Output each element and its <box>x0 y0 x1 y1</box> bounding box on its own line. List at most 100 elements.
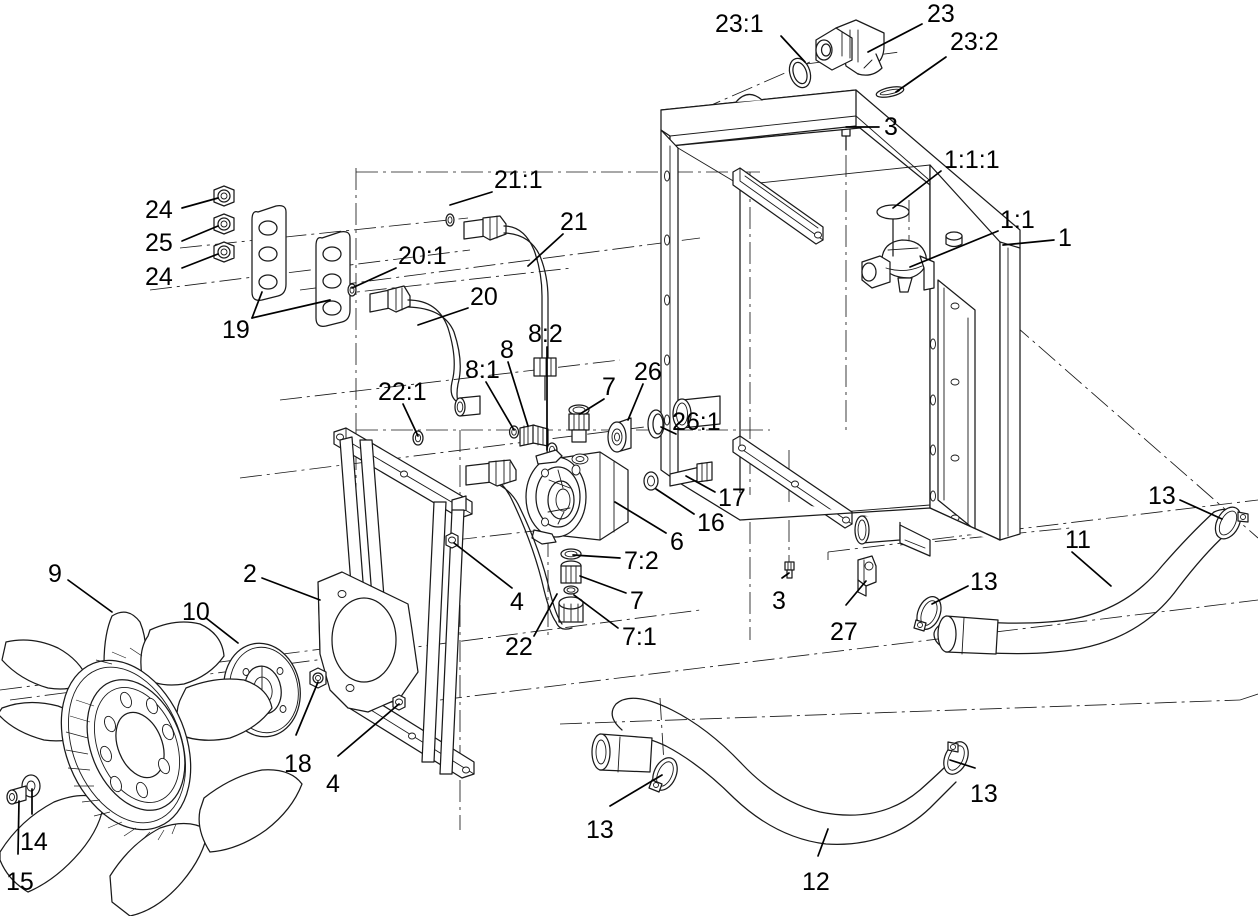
callout-label-27: 27 <box>830 618 858 646</box>
part-22-return-line <box>465 459 573 630</box>
callout-label-13: 13 <box>1148 482 1176 510</box>
leader-line-7 <box>579 398 605 415</box>
part-7-1-nut <box>558 585 584 623</box>
callout-label-22-1: 22:1 <box>378 378 427 406</box>
callout-label-19: 19 <box>222 316 250 344</box>
callout-label-8: 8 <box>500 336 514 364</box>
part-22-1-o-ring <box>412 430 424 446</box>
callout-label-23-2: 23:2 <box>950 28 999 56</box>
part-11-upper-hose <box>933 508 1240 655</box>
leader-line-21 <box>527 233 564 267</box>
leader-line-21-1 <box>449 191 493 206</box>
leader-line-12 <box>817 828 829 857</box>
callout-label-4: 4 <box>326 770 340 798</box>
callout-label-7: 7 <box>602 373 616 401</box>
callout-label-14: 14 <box>20 828 48 856</box>
part-16-washer <box>643 471 659 491</box>
callout-label-8-1: 8:1 <box>465 356 500 384</box>
leader-line-15 <box>17 800 20 855</box>
leader-line-2 <box>261 577 321 601</box>
callout-label-7: 7 <box>630 587 644 615</box>
callout-label-24: 24 <box>145 196 173 224</box>
callout-label-6: 6 <box>670 528 684 556</box>
leader-line-26 <box>627 383 644 421</box>
callout-label-1: 1 <box>1058 224 1072 252</box>
part-24-25-hex-nuts <box>213 185 235 263</box>
leader-line-3 <box>781 572 790 579</box>
callout-label-12: 12 <box>802 868 830 896</box>
leader-line-7 <box>579 575 627 594</box>
leader-line-4 <box>453 542 513 589</box>
part-19-mounting-straps <box>251 205 351 327</box>
leader-line-20-1 <box>351 267 397 289</box>
part-13-clamp-b1 <box>648 757 678 793</box>
part-26-1-washer-seal <box>647 409 665 439</box>
part-26-grommet <box>607 417 632 453</box>
callout-label-7-2: 7:2 <box>624 547 659 575</box>
callout-label-18: 18 <box>284 750 312 778</box>
part-23-elbow-fitting <box>815 19 885 76</box>
part-13-clamp-r1 <box>1214 506 1249 540</box>
callout-label-23-1: 23:1 <box>715 10 764 38</box>
callout-label-2: 2 <box>243 560 257 588</box>
callout-label-20-1: 20:1 <box>398 242 447 270</box>
leader-line-13 <box>931 585 969 605</box>
part-21-hydraulic-tube <box>463 215 557 401</box>
callout-label-7-1: 7:1 <box>622 623 657 651</box>
part-23-1-o-ring <box>788 57 812 89</box>
callout-label-10: 10 <box>182 598 210 626</box>
callout-label-13: 13 <box>586 816 614 844</box>
part-13-clamp-r2 <box>913 596 942 632</box>
leader-line-1-1-1 <box>892 170 942 209</box>
callout-label-16: 16 <box>697 509 725 537</box>
part-12-lower-hose <box>591 697 957 845</box>
callout-label-13: 13 <box>970 780 998 808</box>
part-13-clamp-b2 <box>943 741 969 775</box>
callout-label-13: 13 <box>970 568 998 596</box>
leader-line-24 <box>181 197 219 209</box>
callout-label-24: 24 <box>145 263 173 291</box>
callout-label-1-1: 1:1 <box>1000 206 1035 234</box>
part-15-screw <box>6 785 27 805</box>
leader-line-10 <box>205 617 239 644</box>
leader-line-7-1 <box>573 594 619 629</box>
leader-line-26-1 <box>660 426 677 435</box>
leader-line-11 <box>1071 551 1112 587</box>
callout-leader-lines <box>17 23 1223 857</box>
part-7-fitting-lower <box>560 560 582 584</box>
callout-label-3: 3 <box>772 587 786 615</box>
part-2-fan-shroud-bracket <box>317 427 475 779</box>
hex-nut-3 <box>213 241 235 263</box>
leader-line-1-1 <box>909 230 999 268</box>
part-27-clip-bracket <box>857 555 877 597</box>
leader-line-6 <box>614 501 667 534</box>
leader-line-7-2 <box>572 554 621 559</box>
leader-line-23 <box>867 23 923 53</box>
callout-label-21-1: 21:1 <box>494 166 543 194</box>
part-17-shoulder-bolt <box>669 461 713 487</box>
part-18-nut <box>309 667 327 689</box>
part-20-hydraulic-line <box>369 285 481 417</box>
leader-line-27 <box>845 580 867 606</box>
leader-line-13 <box>609 774 663 807</box>
leader-line-25 <box>181 225 219 242</box>
part-6-hydraulic-motor <box>525 449 629 545</box>
callout-label-21: 21 <box>560 208 588 236</box>
callout-label-26-1: 26:1 <box>672 408 721 436</box>
callout-label-15: 15 <box>6 868 34 896</box>
callout-label-26: 26 <box>634 358 662 386</box>
leader-line-18 <box>295 681 319 736</box>
callout-label-11: 11 <box>1065 526 1091 554</box>
leader-line-20 <box>417 307 469 326</box>
callout-label-8-2: 8:2 <box>528 320 563 348</box>
part-1-radiator-assembly <box>660 89 1021 557</box>
callout-label-23: 23 <box>927 0 955 28</box>
leader-line-23-2 <box>895 56 947 93</box>
leader-line-19 <box>251 299 331 319</box>
callout-label-17: 17 <box>718 484 746 512</box>
leader-line-8 <box>507 361 529 427</box>
leader-line-13 <box>949 759 976 769</box>
part-1-1-1-cap-gasket <box>876 204 910 257</box>
